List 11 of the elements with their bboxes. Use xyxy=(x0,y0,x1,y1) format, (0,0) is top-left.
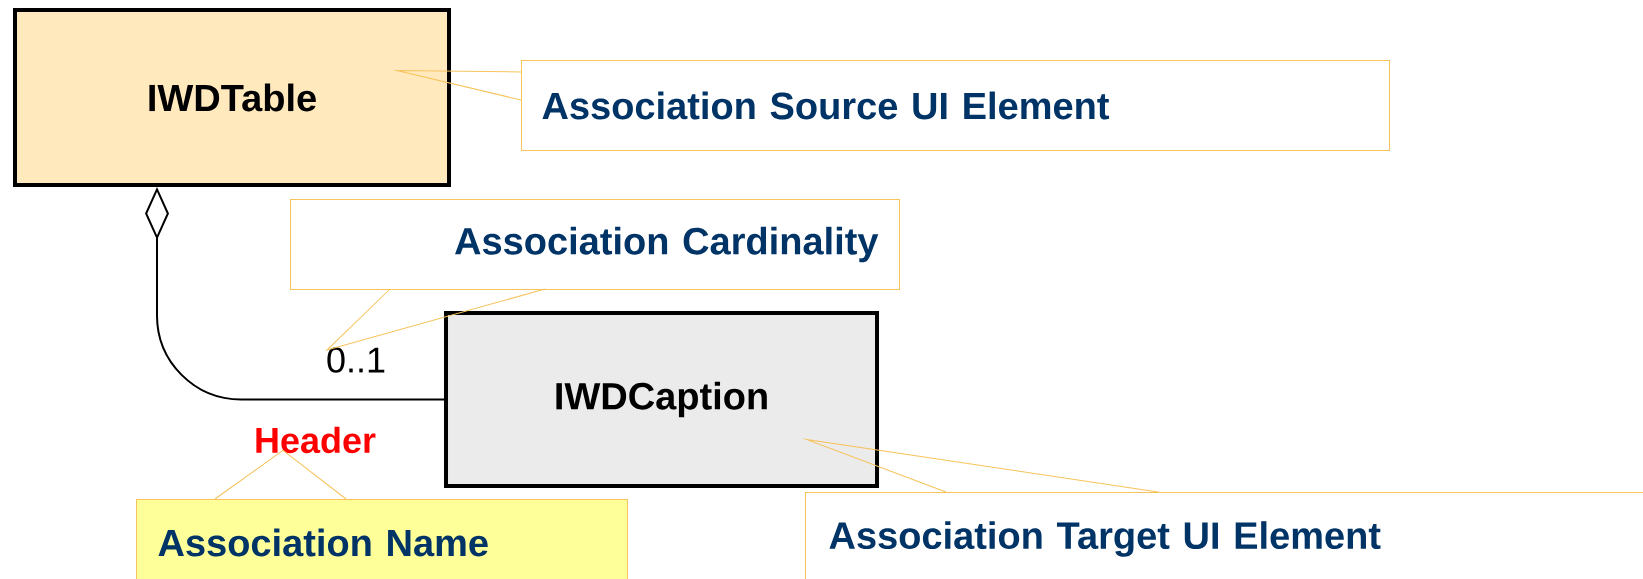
callout-box: Association Name xyxy=(136,499,628,579)
class-box: IWDTable xyxy=(13,8,451,187)
association-name: Header xyxy=(256,426,376,454)
leader-line xyxy=(214,449,347,500)
class-box: IWDCaption xyxy=(444,311,879,488)
leader-line xyxy=(396,70,522,101)
leader-line xyxy=(326,288,546,351)
callout-box: Association Source UI Element xyxy=(521,60,1390,151)
callout-box: Association Target UI Element xyxy=(805,492,1643,579)
multiplicity-label: 0..1 xyxy=(327,347,385,373)
callout-box: Association Cardinality xyxy=(290,199,900,290)
